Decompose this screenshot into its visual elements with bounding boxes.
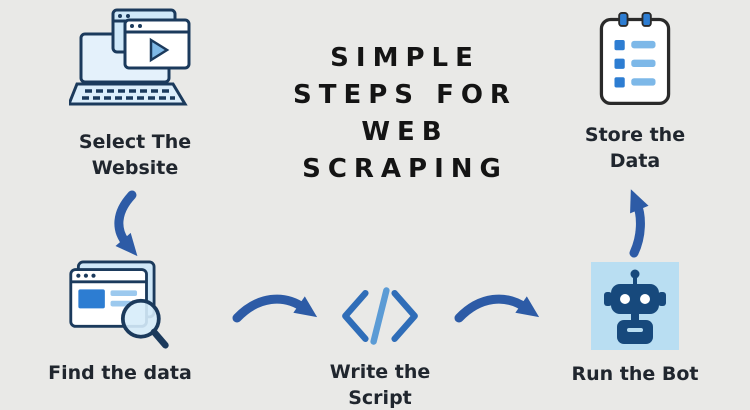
code-icon bbox=[295, 284, 465, 348]
step-label-select-website: Select The Website bbox=[78, 131, 192, 179]
arrow-up-icon bbox=[614, 189, 658, 258]
arrow-right-icon bbox=[232, 288, 318, 332]
step-find-data: Find the data bbox=[35, 260, 205, 387]
title-line-4: SCRAPING bbox=[302, 153, 508, 184]
step-label-find-data: Find the data bbox=[48, 362, 192, 384]
title-line-1: SIMPLE bbox=[330, 43, 480, 73]
step-run-bot: Run the Bot bbox=[550, 262, 720, 388]
browser-search-icon bbox=[35, 260, 205, 351]
arrow-right-icon bbox=[454, 288, 540, 332]
step-store-data: Store the Data bbox=[550, 12, 720, 174]
laptop-video-icon bbox=[50, 8, 220, 120]
robot-icon bbox=[591, 262, 679, 350]
page-title: SIMPLE STEPS FOR WEB SCRAPING bbox=[265, 40, 545, 188]
step-label-write-script: Write the Script bbox=[329, 361, 431, 409]
step-label-store-data: Store the Data bbox=[584, 124, 686, 172]
clipboard-checklist-icon bbox=[550, 12, 720, 109]
step-label-run-bot: Run the Bot bbox=[571, 363, 699, 385]
arrow-down-icon bbox=[102, 190, 158, 258]
title-line-3: WEB bbox=[361, 116, 449, 147]
step-write-script: Write the Script bbox=[295, 284, 465, 410]
title-line-2: STEPS FOR bbox=[293, 79, 517, 110]
step-select-website: Select The Website bbox=[50, 8, 220, 181]
